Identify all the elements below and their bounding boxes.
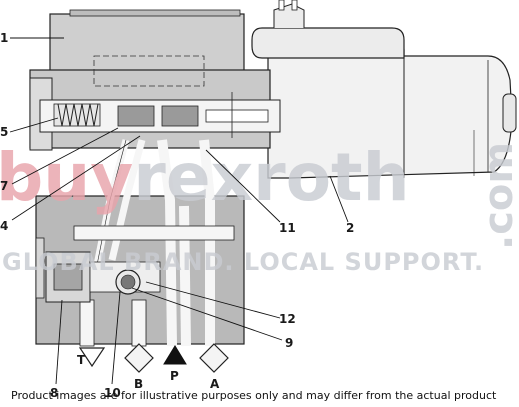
pilot-spring [53,103,101,127]
svg-text:buyrexroth: buyrexroth [0,139,410,216]
port-label-p: P [170,369,179,383]
solenoid-connector [251,0,405,59]
port-label-b: B [134,377,143,391]
callout-12: 12 [279,312,296,326]
shuttle-ball [115,269,141,295]
main-ports-channels [73,225,235,347]
callout-8: 8 [50,386,58,400]
watermark: buyrexroth GLOBAL BRAND. LOCAL SUPPORT. … [0,139,519,276]
callout-1: 1 [0,31,8,45]
port-label-a: A [210,377,220,391]
callout-4: 4 [0,219,8,233]
callout-7: 7 [0,179,8,193]
port-b-symbol [124,343,154,373]
check-valve-insert [45,251,161,303]
port-t-symbol [78,347,106,368]
solenoid-coil [267,39,517,179]
port-label-t: T [77,353,86,367]
callout-10: 10 [104,386,121,400]
watermark-tagline: GLOBAL BRAND. LOCAL SUPPORT. [2,248,484,276]
watermark-domain: .com [476,142,519,250]
callout-11: 11 [279,221,296,235]
disclaimer-text: Product images are for illustrative purp… [11,389,497,402]
callout-2: 2 [346,221,354,235]
callout-9: 9 [285,336,293,350]
port-p-symbol [163,345,187,365]
port-a-symbol [199,343,229,373]
watermark-brand-red: buy [0,139,133,216]
watermark-brand-grey: rexroth [133,139,409,216]
callout-5: 5 [0,125,8,139]
leader-lines [9,37,349,385]
